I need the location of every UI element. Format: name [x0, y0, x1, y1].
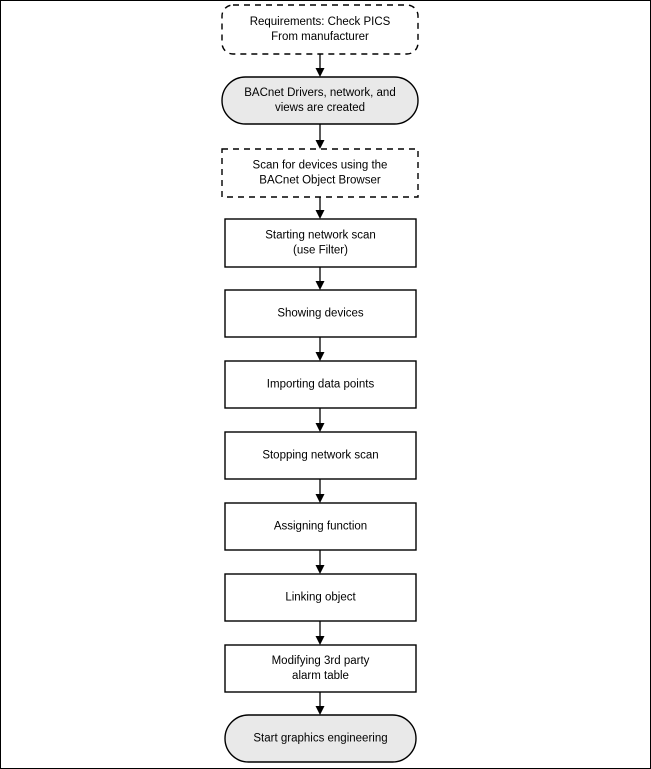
connector-arrow [315, 408, 325, 432]
flow-node-label: Starting network scan [265, 230, 376, 242]
connector-arrowhead-icon [315, 636, 325, 645]
flow-node-stopping-network-scan[interactable]: Stopping network scan [224, 431, 417, 480]
flow-node-shape [224, 644, 417, 693]
connector-arrow [315, 267, 325, 290]
flow-node-start-graphics-engineering[interactable]: Start graphics engineering [224, 714, 417, 763]
flow-node-shape [224, 289, 417, 338]
flow-node-label: From manufacturer [271, 31, 369, 43]
flow-node-label: BACnet Drivers, network, and [244, 87, 395, 99]
connector-arrow [315, 550, 325, 574]
flow-node-label: Importing data points [267, 379, 375, 391]
flow-node-label: Requirements: Check PICS [250, 16, 391, 28]
connector-arrowhead-icon [315, 565, 325, 574]
flow-node-label: Linking object [285, 592, 356, 604]
flow-node-shape [224, 218, 417, 268]
flow-node-shape [224, 431, 417, 480]
connector-arrow [315, 197, 325, 219]
connector-arrow [315, 479, 325, 503]
flow-node-linking-object[interactable]: Linking object [224, 573, 417, 622]
flow-node-modifying-alarm-table[interactable]: Modifying 3rd party alarm table [224, 644, 417, 693]
flow-node-label: Modifying 3rd party [272, 655, 370, 667]
connector-arrowhead-icon [315, 281, 325, 290]
connector-arrow [315, 621, 325, 645]
flow-node-shape [221, 148, 419, 198]
flow-node-shape [224, 714, 417, 763]
flow-node-label: (use Filter) [293, 245, 348, 257]
flow-node-importing-data-points[interactable]: Importing data points [224, 360, 417, 409]
flow-node-label: BACnet Object Browser [259, 175, 381, 187]
flow-node-shape [224, 573, 417, 622]
connector-arrowhead-icon [315, 494, 325, 503]
connector-arrow [315, 54, 325, 77]
connector-arrowhead-icon [315, 210, 325, 219]
connector-arrowhead-icon [315, 140, 325, 149]
flow-node-label: Start graphics engineering [253, 733, 387, 745]
flow-node-shape [224, 360, 417, 409]
flow-node-drivers-created[interactable]: BACnet Drivers, network, and views are cr… [221, 76, 419, 125]
nodes-layer: Requirements: Check PICS From manufacture… [221, 4, 419, 763]
connector-arrowhead-icon [315, 423, 325, 432]
flow-node-shape [221, 76, 419, 125]
flow-node-label: Scan for devices using the [253, 160, 388, 172]
flow-node-showing-devices[interactable]: Showing devices [224, 289, 417, 338]
connector-arrowhead-icon [315, 352, 325, 361]
flow-node-label: alarm table [292, 670, 349, 682]
flow-node-label: Assigning function [274, 521, 367, 533]
connector-arrow [315, 337, 325, 361]
connector-arrowhead-icon [315, 68, 325, 77]
connector-arrow [315, 124, 325, 149]
flow-node-shape [221, 4, 419, 55]
flow-node-shape [224, 502, 417, 551]
flow-node-label: Showing devices [277, 308, 364, 320]
connector-arrowhead-icon [315, 706, 325, 715]
connectors-layer [315, 54, 325, 715]
flow-node-requirements[interactable]: Requirements: Check PICS From manufacture… [221, 4, 419, 55]
flow-node-starting-network-scan[interactable]: Starting network scan (use Filter) [224, 218, 417, 268]
flow-node-assigning-function[interactable]: Assigning function [224, 502, 417, 551]
connector-arrow [315, 692, 325, 715]
flow-node-label: Stopping network scan [262, 450, 378, 462]
flow-node-label: views are created [275, 102, 365, 114]
